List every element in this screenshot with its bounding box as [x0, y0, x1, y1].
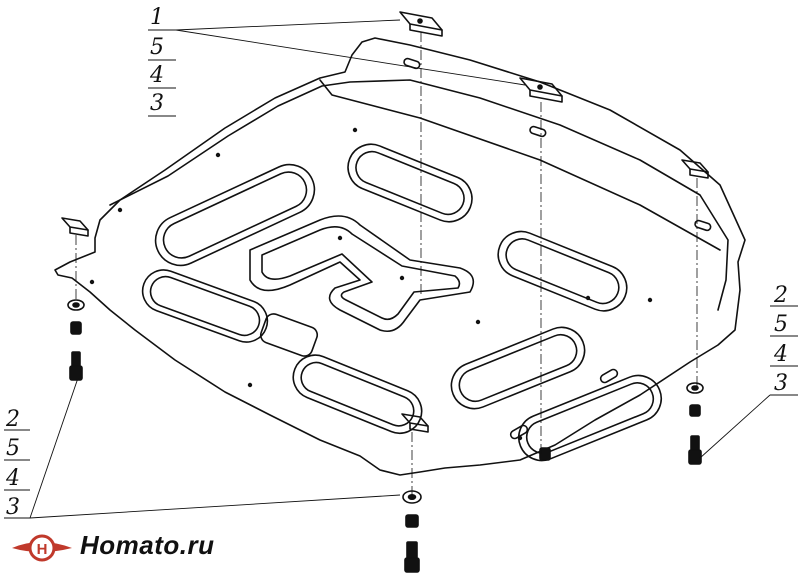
callout-bottom-left-1: 2: [5, 407, 20, 432]
callout-top-left-4: 3: [150, 91, 164, 116]
fastener-stack-left: [67, 299, 85, 381]
bolt-bottom-center: [539, 447, 551, 461]
oval-stamping-bottom: [292, 354, 423, 435]
callout-right-1: 2: [773, 283, 788, 308]
oval-stamping-right: [497, 230, 628, 312]
callout-right: 2 5 4 3: [770, 283, 798, 396]
serpentine-rib-inner: [261, 226, 461, 321]
mount-slot-2: [529, 125, 547, 138]
oval-stamping-bottom-inner: [300, 361, 415, 427]
callout-top-left-3: 4: [149, 63, 164, 88]
bottom-slot-1: [509, 424, 529, 440]
oval-stamping-top-inner: [355, 150, 465, 216]
callout-bottom-left: 2 5 4 3: [4, 407, 30, 520]
leader-right: [699, 394, 771, 459]
clip-nut-bottom: [401, 413, 429, 433]
upper-flange-crease: [319, 79, 721, 251]
callout-top-left: 1 5 4 3: [148, 5, 176, 117]
clip-nut-left: [61, 217, 89, 237]
oval-stamping-far-right-inner: [525, 382, 655, 454]
callout-bottom-left-4: 3: [6, 495, 20, 520]
oval-stamping-left: [154, 163, 316, 267]
serpentine-rib-outer: [249, 215, 475, 333]
oval-stamping-top: [347, 143, 473, 223]
oval-stamping-right-inner: [505, 238, 620, 305]
oval-stamping-left-inner: [162, 171, 308, 259]
oval-stamping-right-lower: [450, 326, 586, 410]
leader-top-2: [175, 29, 526, 86]
callout-top-left-2: 5: [150, 35, 164, 60]
logo-mark: H: [12, 534, 72, 562]
oval-stamping-right-lower-inner: [458, 333, 578, 403]
clip-nut-1: [399, 11, 443, 37]
logo-text: Homato.ru: [80, 530, 215, 560]
bottom-slot-2: [599, 368, 619, 384]
callout-right-4: 3: [774, 371, 788, 396]
oval-stamping-left-lower-inner: [149, 275, 261, 337]
oval-stamping-left-lower: [141, 269, 269, 343]
plate-fold-line: [109, 79, 729, 311]
callout-right-2: 5: [774, 312, 788, 337]
svg-text:H: H: [37, 541, 48, 558]
clip-nut-2: [519, 77, 563, 103]
callout-bottom-left-3: 4: [5, 466, 20, 491]
fastener-stack-right: [686, 382, 704, 465]
callout-bottom-left-2: 5: [6, 436, 20, 461]
drain-opening: [259, 313, 319, 357]
leader-bottom-left-1: [29, 377, 79, 519]
leader-bottom-left-2: [29, 494, 401, 519]
oval-stamping-far-right: [517, 374, 663, 462]
clip-nut-3: [681, 159, 709, 179]
fastener-stack-bottom: [402, 490, 422, 573]
leader-top-1: [175, 19, 401, 31]
small-holes: [89, 127, 653, 441]
mount-slot-3: [694, 219, 712, 232]
callout-right-3: 4: [773, 342, 788, 367]
skid-plate-outline: [54, 37, 746, 476]
callout-top-left-1: 1: [150, 5, 164, 30]
